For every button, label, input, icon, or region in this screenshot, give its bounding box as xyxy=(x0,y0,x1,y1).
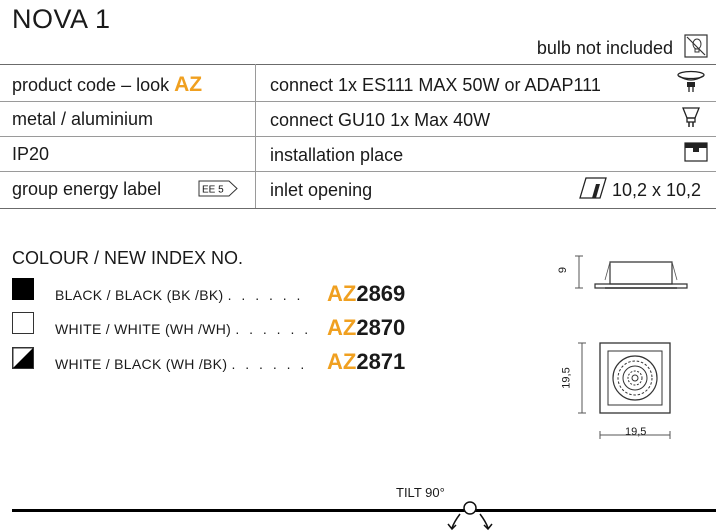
colour-leader-dots: . . . . . . xyxy=(235,321,312,337)
spec-material: metal / aluminium xyxy=(12,109,154,129)
inlet-opening-value: 10,2 x 10,2 xyxy=(612,180,702,200)
code-prefix: AZ xyxy=(327,281,357,306)
swatch-white-black xyxy=(12,347,34,369)
no-bulb-icon xyxy=(684,34,708,58)
colour-code: AZ2870 xyxy=(327,315,405,341)
side-profile-drawing xyxy=(575,255,688,289)
colour-name: WHITE / WHITE (WH /WH) . . . . . . xyxy=(55,321,311,337)
spec-es111: connect 1x ES111 MAX 50W or ADAP111 xyxy=(270,75,601,95)
table-bottom-rule xyxy=(0,208,716,209)
spec-energy-label: group energy label xyxy=(12,179,162,199)
swatch-white xyxy=(12,312,34,334)
product-title: NOVA 1 xyxy=(12,4,111,34)
colour-name-text: WHITE / BLACK (WH /BK) xyxy=(55,356,228,372)
dim-side: 19,5 xyxy=(560,367,573,389)
az-accent: AZ xyxy=(174,73,203,96)
colour-code: AZ2871 xyxy=(327,349,405,375)
dim-height: 9 xyxy=(557,266,570,274)
spec-installation: installation place xyxy=(270,145,404,165)
table-row-rule xyxy=(0,171,716,172)
tilt-label: TILT 90° xyxy=(396,485,445,500)
spec-ip-rating: IP20 xyxy=(12,144,50,164)
spec-product-code-label: product code – look xyxy=(12,75,175,95)
colour-name-text: BLACK / BLACK (BK /BK) xyxy=(55,287,224,303)
colour-name: BLACK / BLACK (BK /BK) . . . . . . xyxy=(55,287,303,303)
ceiling-install-icon xyxy=(684,142,708,162)
swatch-black xyxy=(12,278,34,300)
energy-badge-text: EE 5 xyxy=(202,185,224,196)
code-number: 2869 xyxy=(356,281,406,306)
colour-name: WHITE / BLACK (WH /BK) . . . . . . xyxy=(55,356,307,372)
front-view-drawing xyxy=(578,342,671,439)
gu10-bulb-icon xyxy=(682,107,700,127)
table-row-rule xyxy=(0,136,716,137)
base-line xyxy=(12,509,716,512)
table-row-rule xyxy=(0,101,716,102)
code-number: 2870 xyxy=(356,315,406,340)
colour-code: AZ2869 xyxy=(327,281,405,307)
code-prefix: AZ xyxy=(327,349,357,374)
energy-badge: EE 5 xyxy=(198,180,238,197)
colour-leader-dots: . . . . . . xyxy=(231,356,308,372)
spec-inlet-opening: inlet opening xyxy=(270,180,373,200)
spec-product-code: product code – look AZ xyxy=(12,73,202,97)
bulb-note: bulb not included xyxy=(536,38,673,58)
code-number: 2871 xyxy=(356,349,406,374)
table-top-rule xyxy=(0,64,716,65)
dim-width: 19,5 xyxy=(625,426,647,438)
es111-bulb-icon xyxy=(677,70,705,92)
tilt-icon xyxy=(447,501,493,531)
table-column-divider xyxy=(255,64,256,208)
code-prefix: AZ xyxy=(327,315,357,340)
colour-heading: COLOUR / NEW INDEX NO. xyxy=(12,248,244,268)
spec-gu10: connect GU10 1x Max 40W xyxy=(270,110,491,130)
inlet-opening-icon xyxy=(579,177,607,199)
colour-name-text: WHITE / WHITE (WH /WH) xyxy=(55,321,232,337)
colour-leader-dots: . . . . . . xyxy=(227,287,304,303)
